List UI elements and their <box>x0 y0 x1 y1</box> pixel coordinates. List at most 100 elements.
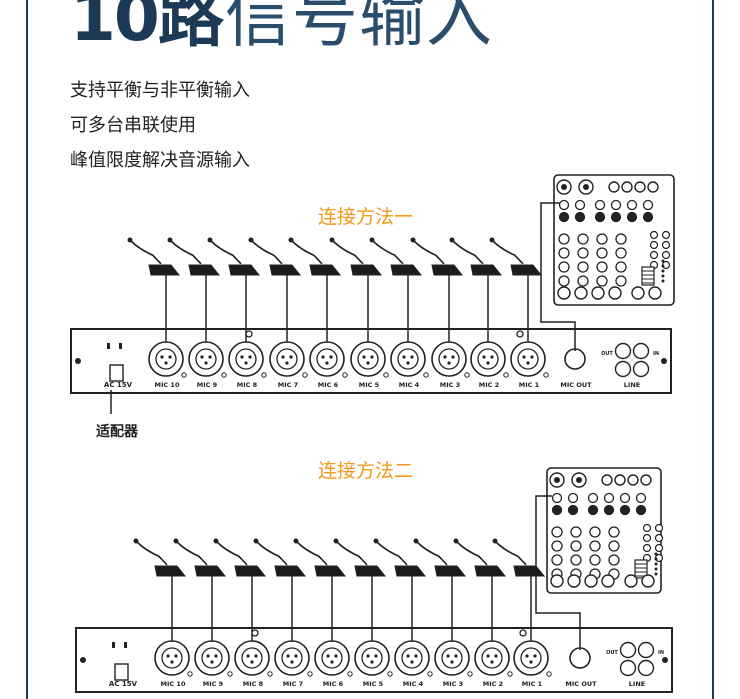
m1-mic-pin <box>164 361 168 365</box>
m2-mixer-knob <box>627 474 639 486</box>
m1-mic-pin <box>281 355 285 359</box>
m1-mic-combo-inner <box>195 348 217 370</box>
mic-head <box>173 538 179 544</box>
m1-mic-label: MIC 8 <box>237 381 258 389</box>
m2-mixer-small-knob <box>654 533 664 543</box>
m1-mixer-led <box>661 274 665 278</box>
m1-mic-label: MIC 1 <box>519 381 540 389</box>
m1-mixer-small-knob <box>649 230 659 240</box>
m1-mixer-knob <box>596 261 608 273</box>
m2-mixer-knob <box>603 504 615 516</box>
m2-mixer-jack <box>584 574 598 588</box>
m2-mixer-small-knob <box>642 543 652 553</box>
m1-mixer-jack <box>631 286 645 300</box>
m1-mic-combo-inner <box>316 348 338 370</box>
m2-mic-out-cable <box>535 495 581 650</box>
m1-mic-pin <box>248 355 252 359</box>
m1-mic-combo-inner <box>438 348 460 370</box>
method-1-label: 连接方法一 <box>318 206 414 228</box>
m1-mic-screw <box>503 372 509 378</box>
mic-base <box>510 264 543 276</box>
m1-mic-label: MIC 3 <box>440 381 460 389</box>
m1-mic-pin <box>200 355 204 359</box>
m1-mic-out-cable <box>540 202 576 351</box>
m1-mic-screw <box>383 372 389 378</box>
m2-mic-label: MIC 7 <box>283 680 303 688</box>
m1-mic-label: MIC 10 <box>155 381 180 389</box>
m1-mixer-knob <box>642 211 654 223</box>
m1-mic-pin <box>482 355 486 359</box>
m2-indicator <box>519 629 527 637</box>
m2-mic-pin <box>294 654 298 658</box>
m1-mic-pin <box>244 361 248 365</box>
m1-mixer-small-knob <box>661 240 671 250</box>
title-bold-char: 路 <box>157 0 225 56</box>
m1-mic-combo-inner <box>235 348 257 370</box>
m1-mixer-knob <box>626 211 638 223</box>
m1-mixer-knob <box>642 199 654 211</box>
m1-mixer-small-knob <box>649 250 659 260</box>
m1-mixer-knob <box>558 275 570 287</box>
gooseneck <box>251 240 283 265</box>
m1-mixer-small-knob <box>661 230 671 240</box>
mic-base <box>309 264 342 276</box>
m2-mixer-knob <box>635 504 647 516</box>
m1-mixer-led <box>661 259 665 263</box>
m1-mixer-knob <box>558 199 570 211</box>
m1-mic-label: MIC 6 <box>318 381 339 389</box>
m1-mic-combo-inner <box>276 348 298 370</box>
m1-mic-screw <box>423 372 429 378</box>
m1-mic-label: MIC 9 <box>197 381 218 389</box>
gooseneck <box>210 240 242 265</box>
m2-mic-pin <box>214 654 218 658</box>
mic-base <box>148 264 181 276</box>
m1-power-led <box>119 343 122 349</box>
m2-mixer-knob <box>551 540 563 552</box>
m2-power-socket <box>114 663 129 681</box>
m1-mixer-xlr-pin <box>583 184 589 190</box>
m1-power-led <box>107 343 110 349</box>
m2-power-led <box>112 642 115 648</box>
m1-mixer-knob <box>610 211 622 223</box>
m1-mic-screw <box>342 372 348 378</box>
m2-mic-pin <box>529 660 533 664</box>
m2-mixer-jack <box>601 574 615 588</box>
mic-head <box>133 538 139 544</box>
m1-out-label: OUT <box>601 351 613 357</box>
m1-mixer-knob <box>594 199 606 211</box>
m1-mixer-small-knob <box>649 240 659 250</box>
m1-mic-pin <box>402 355 406 359</box>
m1-mic-label: MIC 2 <box>479 381 499 389</box>
m1-mixer-knob <box>594 211 606 223</box>
mic-head <box>492 538 498 544</box>
feature-line-3: 峰值限度解决音源输入 <box>70 150 250 171</box>
m2-indicator <box>251 629 259 637</box>
gooseneck <box>332 240 364 265</box>
m2-mixer-xlr-pin <box>554 477 560 483</box>
mic-head <box>288 237 294 243</box>
m2-mic-label: MIC 6 <box>323 680 344 688</box>
m2-mixer-small-knob <box>642 523 652 533</box>
m1-mic-pin <box>451 355 455 359</box>
gooseneck <box>130 240 162 265</box>
m2-mixer-knob <box>635 492 647 504</box>
m2-mixer-jack <box>641 574 655 588</box>
m2-mic-pin <box>290 660 294 664</box>
mic-head <box>329 237 335 243</box>
frame-right-border <box>712 0 714 699</box>
m2-line-jack <box>619 659 637 677</box>
m2-mic-label: MIC 4 <box>403 680 424 688</box>
m1-mic-out-label: MIC OUT <box>560 381 592 389</box>
m2-mixer-knob <box>551 526 563 538</box>
m1-mixer-knob <box>615 261 627 273</box>
m1-mic-pin <box>325 361 329 365</box>
m2-line-label: LINE <box>629 680 645 688</box>
m2-mic-screw <box>507 671 513 677</box>
m2-mixer-knob <box>603 492 615 504</box>
m1-mic-pin <box>168 355 172 359</box>
mic-base <box>474 565 507 577</box>
m2-mic-combo-inner <box>401 647 423 669</box>
m1-mic-pin <box>526 361 530 365</box>
m2-mixer-jack <box>550 574 564 588</box>
m2-mic-pin <box>286 654 290 658</box>
